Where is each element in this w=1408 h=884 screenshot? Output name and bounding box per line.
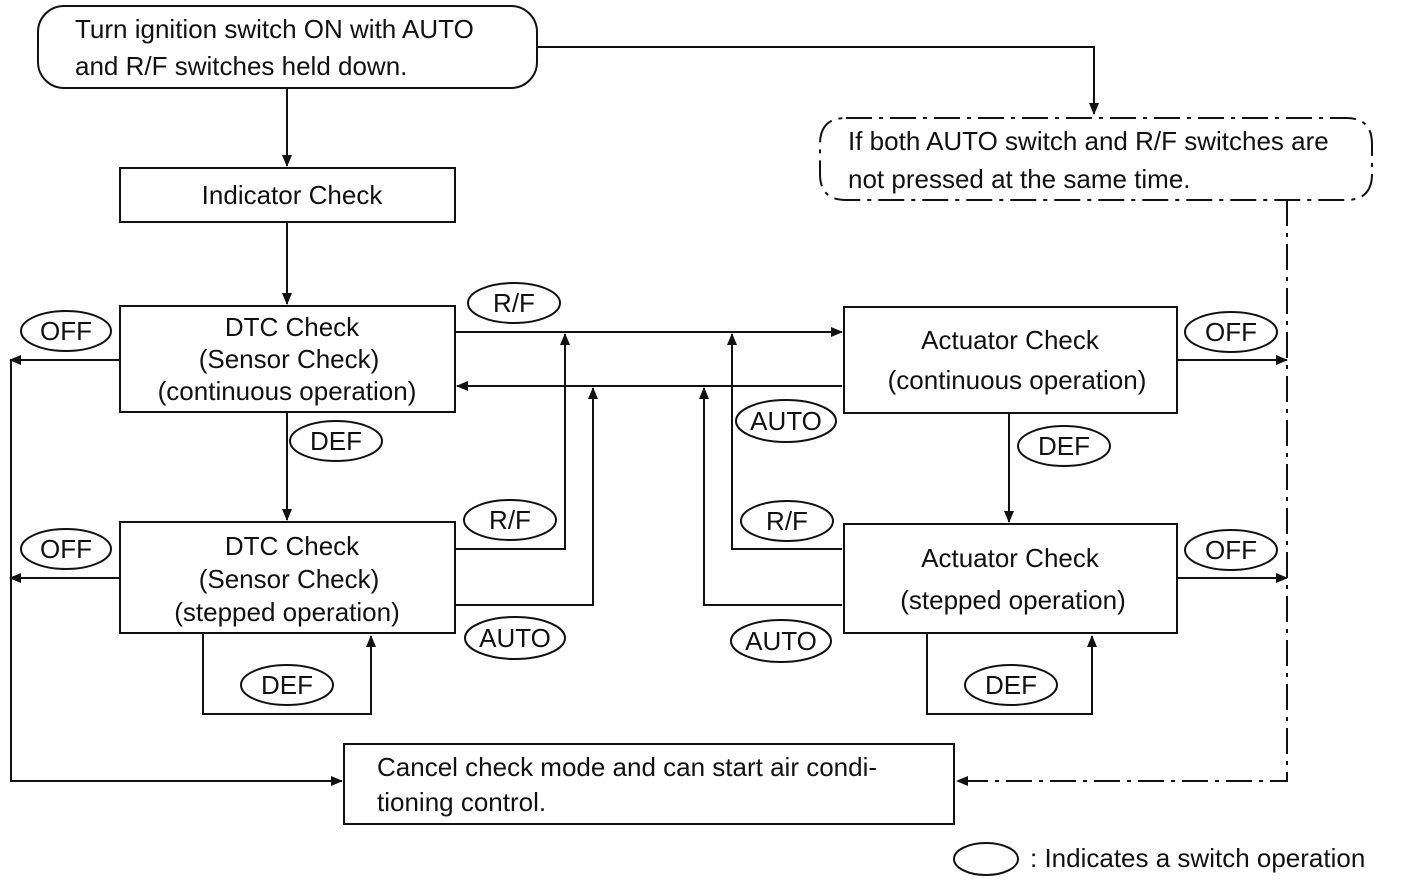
switch-oval	[735, 399, 837, 443]
switch-label: R/F	[489, 505, 531, 535]
legend-oval-icon	[953, 842, 1019, 876]
actuator-stepped-box: Actuator Check (stepped operation)	[843, 523, 1178, 634]
switch-off-actuator-continuous: OFF	[1184, 311, 1278, 353]
dtc-continuous-line-3: (continuous operation)	[158, 376, 417, 406]
switch-off-actuator-stepped: OFF	[1184, 529, 1278, 571]
switch-oval	[20, 528, 112, 570]
legend-text: : Indicates a switch operation	[1030, 843, 1365, 873]
switch-rf-dtc-stepped: R/F	[463, 499, 557, 541]
switch-rf-top: R/F	[467, 282, 561, 324]
indicator-check-box: Indicator Check	[119, 167, 456, 223]
dtc-stepped-line-1: DTC Check	[225, 531, 360, 561]
actuator-continuous-shape	[843, 306, 1178, 414]
switch-label: AUTO	[750, 406, 822, 436]
switch-label: OFF	[40, 316, 92, 346]
switch-label: AUTO	[479, 623, 551, 653]
actuator-stepped-line-1: Actuator Check	[921, 543, 1100, 573]
dtc-continuous-box: DTC Check (Sensor Check) (continuous ope…	[119, 305, 456, 413]
arrow-act-step-auto	[699, 387, 842, 606]
arrow-act-def-loop	[926, 633, 1097, 715]
note-line-2: not pressed at the same time.	[848, 164, 1191, 194]
dtc-continuous-shape	[119, 305, 456, 413]
start-box: Turn ignition switch ON with AUTO and R/…	[37, 5, 538, 89]
cancel-box: Cancel check mode and can start air cond…	[343, 743, 955, 825]
switch-label: DEF	[985, 670, 1037, 700]
cancel-shape	[343, 743, 955, 825]
actuator-continuous-line-1: Actuator Check	[921, 325, 1100, 355]
switch-oval	[467, 282, 561, 324]
switch-label: OFF	[40, 534, 92, 564]
switch-def-dtc: DEF	[289, 420, 383, 462]
dashed-note-to-cancel	[956, 200, 1288, 782]
switch-label: DEF	[1038, 431, 1090, 461]
arrow-left-to-cancel	[10, 360, 343, 786]
dtc-stepped-box: DTC Check (Sensor Check) (stepped operat…	[119, 521, 456, 634]
dtc-continuous-line-1: DTC Check	[225, 312, 360, 342]
arrow-start-to-note	[537, 46, 1099, 115]
actuator-continuous-line-2: (continuous operation)	[888, 365, 1147, 395]
actuator-continuous-box: Actuator Check (continuous operation)	[843, 306, 1178, 414]
switch-label: AUTO	[745, 626, 817, 656]
cancel-line-1: Cancel check mode and can start air cond…	[377, 752, 877, 782]
switch-oval	[240, 664, 334, 706]
switch-oval	[1184, 529, 1278, 571]
connectors	[9, 46, 1288, 786]
arrow-dtc-step-auto	[455, 387, 598, 606]
dtc-continuous-line-2: (Sensor Check)	[199, 344, 380, 374]
switch-auto-dtc-stepped: AUTO	[464, 616, 566, 660]
switch-def-dtc-loop: DEF	[240, 664, 334, 706]
arrow-act-step-rf	[727, 333, 842, 550]
switch-label: R/F	[766, 506, 808, 536]
start-line-2: and R/F switches held down.	[75, 51, 407, 81]
indicator-check-shape	[119, 167, 456, 223]
dtc-stepped-line-3: (stepped operation)	[174, 597, 399, 627]
start-box-shape	[37, 5, 538, 89]
dtc-stepped-line-2: (Sensor Check)	[199, 564, 380, 594]
switch-label: DEF	[261, 670, 313, 700]
switch-auto-actuator-continuous: AUTO	[735, 399, 837, 443]
switch-oval	[964, 664, 1058, 706]
indicator-check-label: Indicator Check	[202, 180, 384, 210]
switch-off-dtc-stepped: OFF	[20, 528, 112, 570]
switch-label: R/F	[493, 288, 535, 318]
actuator-stepped-shape	[843, 523, 1178, 634]
switch-def-actuator-loop: DEF	[964, 664, 1058, 706]
switch-oval	[730, 619, 832, 663]
switch-auto-actuator-stepped: AUTO	[730, 619, 832, 663]
switch-oval	[1184, 311, 1278, 353]
note-box: If both AUTO switch and R/F switches are…	[819, 117, 1373, 201]
switch-off-dtc-continuous: OFF	[20, 310, 112, 352]
arrow-dtc-step-rf	[455, 333, 570, 550]
dtc-stepped-shape	[119, 521, 456, 634]
switch-oval	[464, 616, 566, 660]
switch-oval	[289, 420, 383, 462]
switch-rf-actuator-stepped: R/F	[740, 500, 834, 542]
note-box-shape	[819, 117, 1373, 201]
note-line-1: If both AUTO switch and R/F switches are	[848, 126, 1329, 156]
switch-label: OFF	[1205, 317, 1257, 347]
arrow-dtc-def-loop	[202, 633, 376, 715]
legend: : Indicates a switch operation	[953, 842, 1365, 876]
actuator-stepped-line-2: (stepped operation)	[900, 585, 1125, 615]
switch-oval	[463, 499, 557, 541]
switch-label: DEF	[310, 426, 362, 456]
switch-oval	[20, 310, 112, 352]
arrowhead-cancel-right	[956, 776, 968, 786]
switch-oval	[740, 500, 834, 542]
switch-oval	[1017, 425, 1111, 467]
switch-def-actuator: DEF	[1017, 425, 1111, 467]
start-line-1: Turn ignition switch ON with AUTO	[75, 14, 474, 44]
cancel-line-2: tioning control.	[377, 787, 546, 817]
switch-label: OFF	[1205, 535, 1257, 565]
